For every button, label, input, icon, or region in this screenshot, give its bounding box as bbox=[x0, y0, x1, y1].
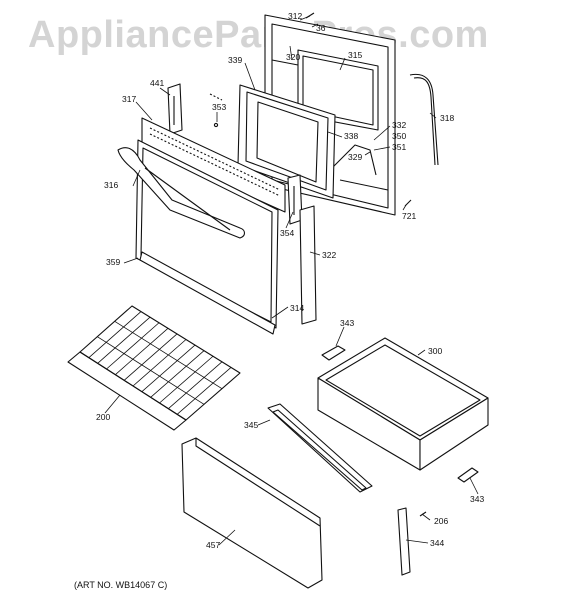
rack-wire bbox=[176, 367, 232, 415]
callout-354: 354 bbox=[280, 228, 294, 238]
callout-300: 300 bbox=[428, 346, 442, 356]
drawer-inner-panel bbox=[267, 403, 373, 493]
drawer-glide-right bbox=[457, 467, 479, 483]
callout-457: 457 bbox=[206, 540, 220, 550]
rack-wire bbox=[114, 320, 223, 390]
drawer-glide-left bbox=[321, 345, 346, 361]
door-vent-panel bbox=[141, 117, 286, 213]
callout-314: 314 bbox=[290, 303, 304, 313]
callout-345: 345 bbox=[244, 420, 258, 430]
callout-320: 320 bbox=[286, 52, 300, 62]
callout-721: 721 bbox=[402, 211, 416, 221]
callout-338: 338 bbox=[344, 131, 358, 141]
door-handle bbox=[117, 147, 246, 239]
callout-316: 316 bbox=[104, 180, 118, 190]
callout-339: 339 bbox=[228, 55, 242, 65]
rack-wire bbox=[97, 336, 205, 405]
callout-343: 343 bbox=[470, 494, 484, 504]
callout-359: 359 bbox=[106, 257, 120, 267]
callout-353: 353 bbox=[212, 102, 226, 112]
callout-36: 36 bbox=[316, 23, 326, 33]
callout-317: 317 bbox=[122, 94, 136, 104]
inner-glass-frame bbox=[237, 84, 336, 199]
rack-wire bbox=[97, 316, 151, 364]
rack-wire bbox=[168, 361, 223, 409]
rack-wire bbox=[150, 350, 205, 398]
callout-200: 200 bbox=[96, 412, 110, 422]
callout-344: 344 bbox=[430, 538, 444, 548]
hinge-left bbox=[167, 83, 183, 135]
art-number: (ART NO. WB14067 C) bbox=[74, 580, 168, 590]
rack-wire bbox=[106, 322, 160, 370]
rack-wire bbox=[159, 355, 214, 404]
rack-wire bbox=[123, 333, 178, 381]
side-trim bbox=[299, 205, 317, 325]
callout-329: 329 bbox=[348, 152, 362, 162]
rack-wire bbox=[132, 339, 187, 387]
callout-322: 322 bbox=[322, 250, 336, 260]
callout-206: 206 bbox=[434, 516, 448, 526]
callout-332: 332 bbox=[392, 120, 406, 130]
rack-wires bbox=[88, 311, 232, 415]
callout-441: 441 bbox=[150, 78, 164, 88]
callout-312: 312 bbox=[288, 11, 302, 21]
callout-315: 315 bbox=[348, 50, 362, 60]
callout-351: 351 bbox=[392, 142, 406, 152]
watermark: AppliancePartsPros.com bbox=[28, 14, 489, 56]
rack-wire bbox=[141, 344, 196, 392]
callout-343: 343 bbox=[340, 318, 354, 328]
storage-drawer-box bbox=[317, 337, 489, 471]
drawer-front bbox=[181, 437, 323, 589]
callout-350: 350 bbox=[392, 131, 406, 141]
door-gasket bbox=[409, 73, 439, 166]
callout-318: 318 bbox=[440, 113, 454, 123]
rack-wire bbox=[88, 311, 142, 358]
door-bottom-trim bbox=[139, 251, 276, 335]
rack-wire bbox=[115, 328, 169, 375]
drawer-rail bbox=[397, 507, 411, 576]
leader-lines bbox=[104, 15, 479, 546]
